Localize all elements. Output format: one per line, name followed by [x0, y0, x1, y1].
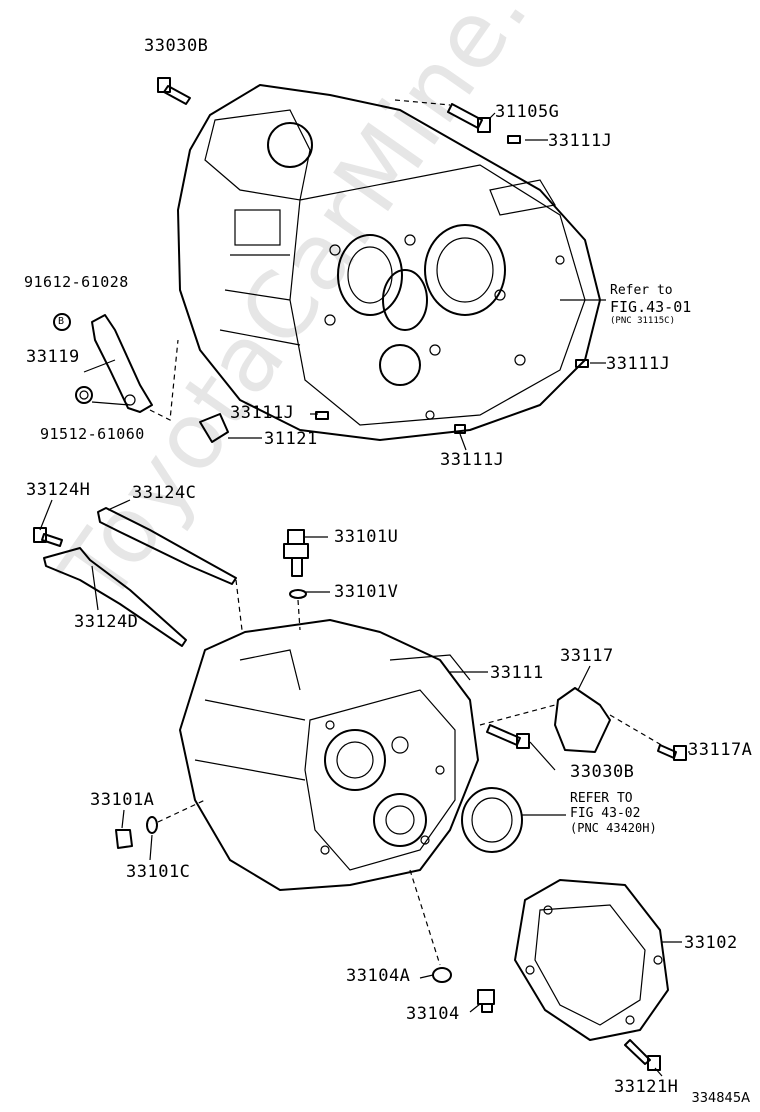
label-33030B-mid: 33030B [570, 762, 635, 782]
bolt-33121H [624, 1039, 661, 1071]
gasket-33101V [289, 589, 307, 599]
bolt-33030B-mid [486, 724, 530, 749]
leader-31105G [394, 99, 451, 106]
label-31121: 31121 [264, 429, 318, 449]
label-33101U: 33101U [334, 527, 399, 547]
plug-33104 [477, 989, 495, 1013]
refer-note-43-01-line2: FIG.43-01 [610, 297, 692, 316]
transaxle-case-33111 [179, 619, 479, 891]
leader-33119 [149, 339, 179, 421]
cover-33102 [514, 879, 669, 1041]
gasket-33104A [432, 967, 452, 983]
leader-33104A [409, 869, 441, 966]
bracket-33124D [43, 547, 187, 647]
leader-33124 [235, 579, 243, 631]
refer-note-43-02-line1: REFER TO [570, 791, 633, 806]
label-33121H: 33121H [614, 1077, 679, 1097]
label-33101C: 33101C [126, 862, 191, 882]
label-33101A: 33101A [90, 790, 155, 810]
label-33101V: 33101V [334, 582, 399, 602]
bolt-33117A [657, 744, 687, 761]
label-33117A: 33117A [688, 740, 753, 760]
pin-33111J-2 [575, 359, 589, 368]
washer-33101C [146, 816, 158, 834]
label-B: B [58, 316, 65, 327]
label-33111J-1: 33111J [548, 131, 613, 151]
bracket-33124C [97, 507, 237, 585]
bolt-33124H [33, 527, 63, 547]
label-33104A: 33104A [346, 966, 411, 986]
bolt-33030B-top [157, 77, 191, 105]
refer-note-43-01: Refer to FIG.43-01 (PNC 31115C) [610, 283, 692, 327]
label-33111: 33111 [490, 663, 544, 683]
label-31105G: 31105G [495, 102, 560, 122]
plug-31121 [199, 413, 229, 443]
refer-note-43-01-line3: (PNC 31115C) [610, 316, 676, 327]
bolt-91512-61060 [75, 386, 93, 404]
pin-33111J-3 [315, 411, 329, 420]
label-33117: 33117 [560, 646, 614, 666]
label-33124H: 33124H [26, 480, 91, 500]
transaxle-housing-upper [177, 84, 601, 441]
label-33124C: 33124C [132, 483, 197, 503]
leader-33030B-mid [479, 704, 556, 726]
label-33111J-4: 33111J [440, 450, 505, 470]
plug-33101A [115, 829, 133, 849]
label-33102: 33102 [684, 933, 738, 953]
oil-seal [461, 787, 523, 853]
bracket-33117 [554, 687, 611, 753]
refer-note-43-01-line1: Refer to [610, 283, 673, 298]
refer-note-43-02: REFER TO FIG 43-02 (PNC 43420H) [570, 791, 657, 836]
label-33104: 33104 [406, 1004, 460, 1024]
label-33124D: 33124D [74, 612, 139, 632]
label-33111J-3: 33111J [606, 354, 671, 374]
bolt-31105G [447, 103, 491, 133]
bracket-33119 [91, 314, 153, 413]
label-91512-61060: 91512-61060 [40, 425, 145, 443]
leader-33101V [297, 599, 301, 631]
label-91612-61028: 91612-61028 [24, 273, 129, 291]
refer-note-43-02-line3: (PNC 43420H) [570, 820, 657, 835]
pin-33111J-4 [454, 424, 466, 434]
pin-33111J-1 [507, 135, 521, 144]
refer-note-43-02-line2: FIG 43-02 [570, 805, 641, 821]
label-33111J-2: 33111J [230, 403, 295, 423]
label-33030B-top: 33030B [144, 36, 209, 56]
label-33119: 33119 [26, 347, 80, 367]
label-leaders [39, 112, 690, 1077]
figure-id: 334845A [691, 1091, 750, 1106]
bolt-91612-61028 [53, 313, 71, 331]
